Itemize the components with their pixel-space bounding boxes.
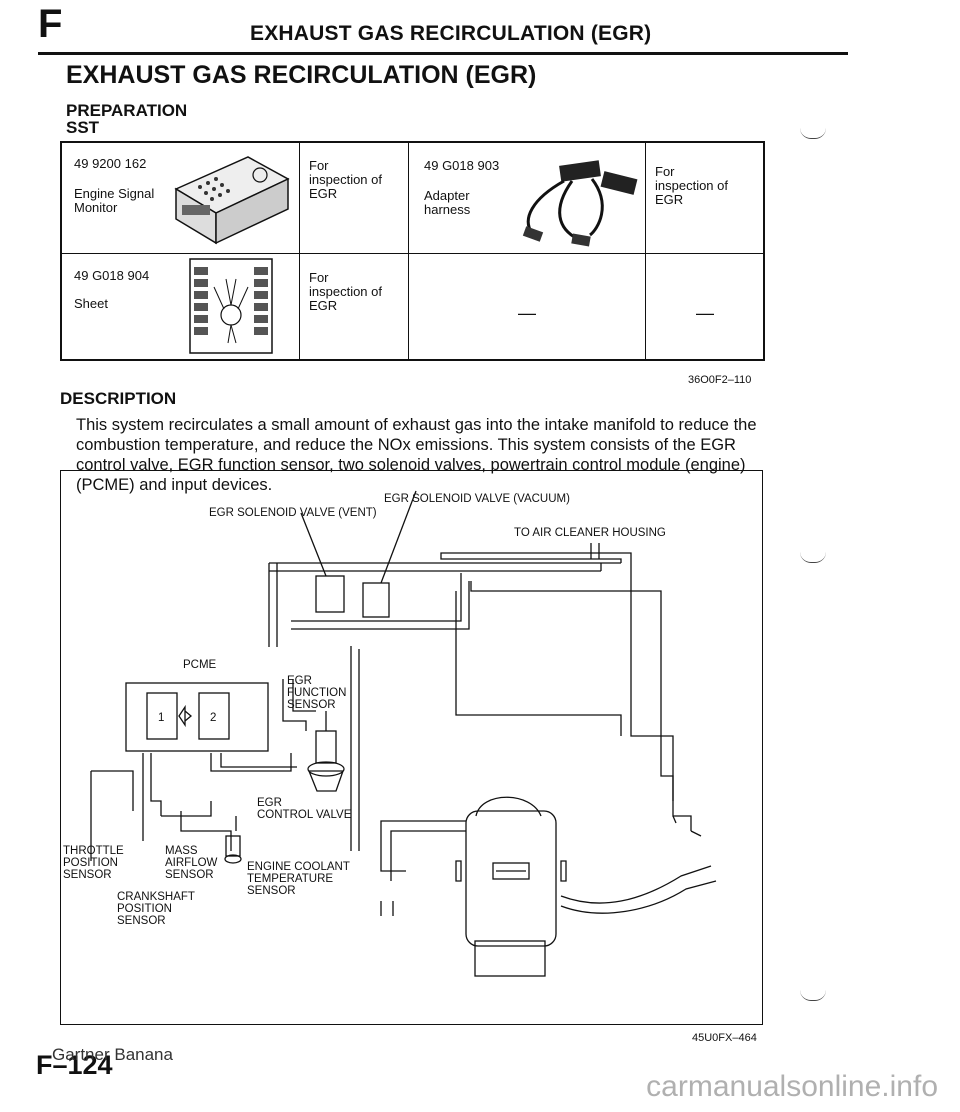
margin-mark — [800, 128, 826, 139]
solenoid-vent-label: EGR SOLENOID VALVE (VENT) — [209, 507, 377, 519]
throttle-sensor-label: THROTTLE POSITION SENSOR — [63, 845, 124, 881]
header-title: EXHAUST GAS RECIRCULATION (EGR) — [250, 22, 652, 45]
footer-name: Gartner Banana — [52, 1045, 173, 1064]
ect-sensor-label: ENGINE COOLANT TEMPERATURE SENSOR — [247, 861, 350, 897]
sheet-illustration — [189, 258, 273, 354]
tool-name: Adapter harness — [424, 188, 471, 217]
maf-sensor-label: MASS AIRFLOW SENSOR — [165, 845, 218, 881]
description-text: This system recirculates a small amount … — [76, 416, 757, 494]
table-divider — [408, 143, 409, 359]
diagram-figure-code: 45U0FX–464 — [692, 1032, 757, 1044]
margin-mark — [800, 552, 826, 563]
sst-table: 49 9200 162 Engine Signal Monitor For in… — [60, 141, 765, 361]
egr-function-sensor-label: EGR FUNCTION SENSOR — [287, 675, 347, 711]
pcme-unit-2: 2 — [210, 712, 217, 724]
section-letter: F — [38, 2, 63, 46]
tool-use: For inspection of EGR — [309, 158, 382, 201]
ckp-sensor-label: CRANKSHAFT POSITION SENSOR — [117, 891, 195, 927]
egr-control-valve-label: EGR CONTROL VALVE — [257, 797, 352, 821]
tool-name: Sheet — [74, 296, 108, 311]
header-rule — [38, 52, 848, 55]
egr-system-diagram: EGR SOLENOID VALVE (VACUUM) EGR SOLENOID… — [60, 470, 763, 1025]
page-title: EXHAUST GAS RECIRCULATION (EGR) — [66, 61, 537, 89]
sst-heading: SST — [66, 118, 100, 137]
pcme-label: PCME — [183, 659, 217, 671]
tool-number: 49 G018 903 — [424, 158, 500, 173]
egr-schematic — [90, 490, 717, 977]
tool-use: For inspection of EGR — [309, 270, 382, 313]
description-heading: DESCRIPTION — [60, 389, 177, 408]
table-divider — [645, 143, 646, 359]
tool-number: 49 9200 162 — [74, 156, 147, 171]
engine-signal-monitor-illustration — [174, 156, 290, 245]
table-divider — [299, 143, 300, 359]
solenoid-vacuum-label: EGR SOLENOID VALVE (VACUUM) — [384, 493, 570, 505]
preparation-heading: PREPARATION — [66, 101, 188, 120]
margin-mark — [800, 990, 826, 1001]
air-cleaner-label: TO AIR CLEANER HOUSING — [514, 527, 666, 539]
pcme-unit-1: 1 — [158, 712, 165, 724]
page-number: F–124 — [36, 1050, 113, 1080]
watermark: carmanualsonline.info — [646, 1070, 938, 1103]
tool-name: Engine Signal Monitor — [74, 186, 155, 215]
tool-use: For inspection of EGR — [655, 164, 728, 207]
figure-code: 36O0F2–110 — [688, 374, 752, 386]
table-row-divider — [62, 253, 763, 254]
adapter-harness-illustration — [522, 160, 638, 247]
empty-dash: — — [696, 303, 714, 323]
empty-dash: — — [518, 303, 536, 323]
tool-number: 49 G018 904 — [74, 268, 150, 283]
